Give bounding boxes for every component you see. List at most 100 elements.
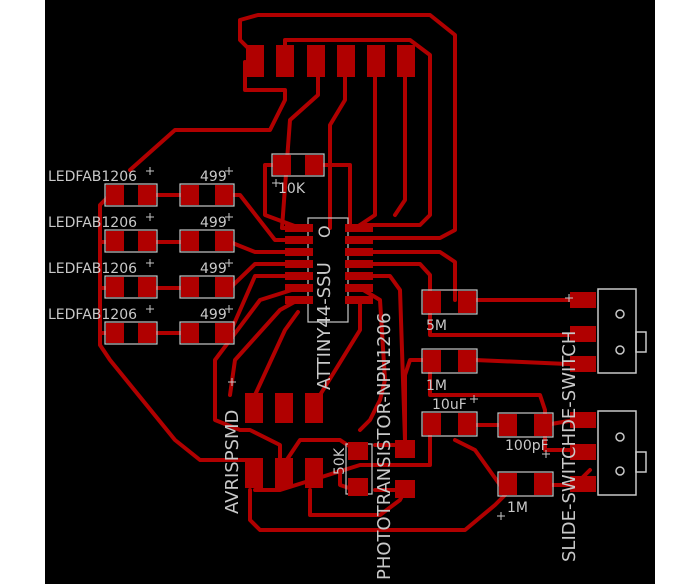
pad [499,414,517,436]
capacitor-100pf [497,412,554,438]
pad [245,458,263,488]
part-outline [635,331,647,353]
mount-hole [615,345,625,355]
mount-hole [615,466,625,476]
pad [276,45,294,77]
pad [345,236,373,244]
pad [570,476,596,492]
part-outline [497,412,554,438]
resistor-10k [271,153,325,177]
label-led-3: LEDFAB1206 [48,261,137,277]
label-mcu: ATTINY44-SSU [314,262,335,390]
trace [228,262,300,290]
part-outline [104,229,158,253]
pad [348,478,368,496]
pad [307,45,325,77]
pad [275,393,293,423]
label-avrisp: AVRISPSMD [222,410,243,514]
pad [246,45,264,77]
part-outline [104,275,158,299]
label-499-1: 499 [200,169,227,185]
label-10k: 10K [278,181,306,197]
slide-switch-2 [570,410,647,496]
trace [393,60,407,217]
pad [305,155,323,175]
part-outline [597,288,637,374]
pad [345,224,373,232]
resistor-499-3 [179,275,235,299]
trace [278,438,357,472]
trace [428,370,592,452]
pad [458,413,476,435]
pad [275,458,293,488]
header-connector [246,45,415,77]
origin-cross [542,450,550,458]
pad [181,277,199,297]
trace [248,488,507,532]
resistor-1m-a [421,348,478,374]
pad [138,323,156,343]
pad [106,323,124,343]
pad [397,45,415,77]
pad [285,236,313,244]
label-led-1: LEDFAB1206 [48,169,137,185]
label-1m-b: 1M [507,500,528,516]
label-499-4: 499 [200,307,227,323]
trace [358,286,387,432]
pad [423,291,441,313]
pad [345,284,373,292]
trace [253,423,432,492]
pad [273,155,291,175]
label-led-4: LEDFAB1206 [48,307,137,323]
trace [328,60,347,230]
origin-cross [565,294,573,302]
pad [458,350,476,372]
pad [181,185,199,205]
pad [181,231,199,251]
label-mcu-pin1: O [315,225,334,238]
pad [367,45,385,77]
origin-cross [497,512,505,520]
trace [428,308,592,337]
pad [570,412,596,428]
trace [128,60,287,172]
pad [345,260,373,268]
pad [245,393,263,423]
pad [106,231,124,251]
part-outline [179,275,235,299]
pad [215,323,233,343]
mount-hole [615,309,625,319]
origin-cross [146,213,154,221]
origin-cross [225,259,233,267]
origin-cross [225,213,233,221]
trace [228,298,300,397]
part-outline [635,451,647,473]
label-100pf: 100pF [505,438,549,454]
trace [358,250,457,302]
trace [358,274,407,442]
trace [313,163,352,230]
capacitor-10uf [421,411,478,437]
part-outline [179,183,235,207]
led-1 [104,183,158,207]
part-outline [179,321,235,345]
label-5m: 5M [426,318,447,334]
pad [458,291,476,313]
led-3 [104,275,158,299]
part-outline [179,229,235,253]
pad [395,440,415,458]
label-phototransistor: PHOTOTRANSISTOR-NPN1206 [374,313,395,580]
label-led-2: LEDFAB1206 [48,215,137,231]
origin-markers [146,167,573,520]
label-499-3: 499 [200,261,227,277]
origin-cross [272,179,280,187]
avrisp-header [245,393,323,488]
pad [285,248,313,256]
trace [403,358,432,452]
resistor-499-1 [179,183,235,207]
pad [285,260,313,268]
pad [345,272,373,280]
led-4 [104,321,158,345]
